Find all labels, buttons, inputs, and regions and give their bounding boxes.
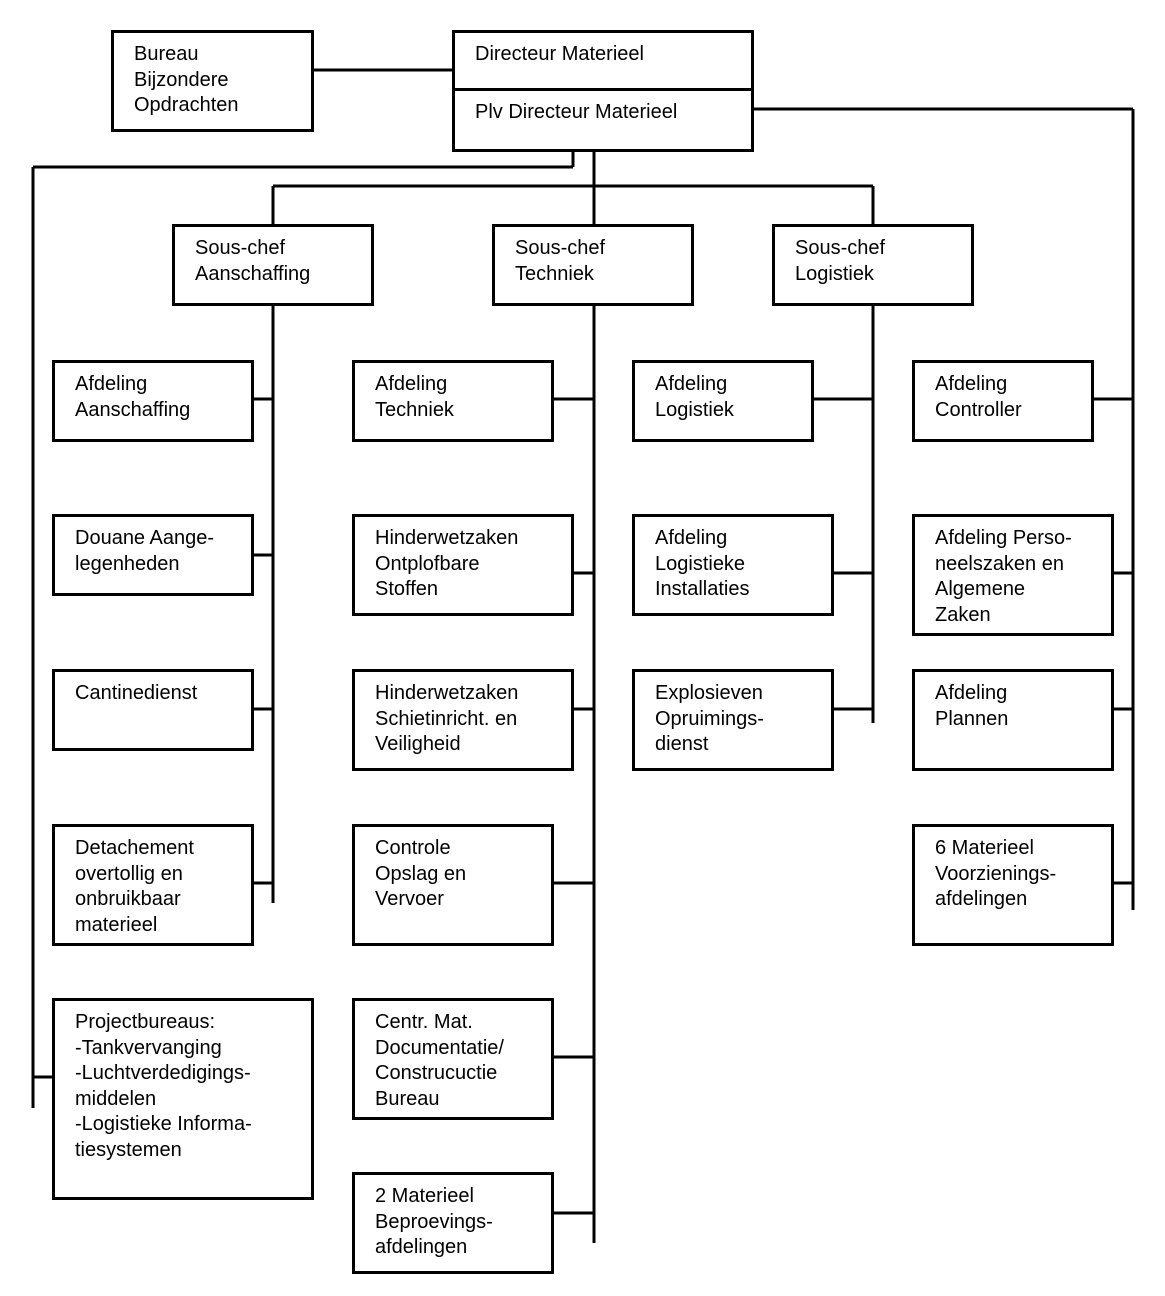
afdeling-logistiek-box: Afdeling Logistiek bbox=[632, 360, 814, 442]
sous-chef-techniek-box: Sous-chef Techniek bbox=[492, 224, 694, 306]
bureau-bijzondere-opdrachten-box: Bureau Bijzondere Opdrachten bbox=[111, 30, 314, 132]
sous-chef-aanschaffing-box: Sous-chef Aanschaffing bbox=[172, 224, 374, 306]
afdeling-techniek-box: Afdeling Techniek bbox=[352, 360, 554, 442]
afdeling-plannen-box: Afdeling Plannen bbox=[912, 669, 1114, 771]
sous-chef-logistiek-box: Sous-chef Logistiek bbox=[772, 224, 974, 306]
projectbureaus-box: Projectbureaus: -Tankvervanging -Luchtve… bbox=[52, 998, 314, 1200]
detachement-box: Detachement overtollig en onbruikbaar ma… bbox=[52, 824, 254, 946]
controle-opslag-vervoer-box: Controle Opslag en Vervoer bbox=[352, 824, 554, 946]
director-title: Directeur Materieel bbox=[455, 33, 751, 91]
cantinedienst-box: Cantinedienst bbox=[52, 669, 254, 751]
afdeling-aanschaffing-box: Afdeling Aanschaffing bbox=[52, 360, 254, 442]
douane-aangelegenheden-box: Douane Aange- legenheden bbox=[52, 514, 254, 596]
director-box: Directeur Materieel Plv Directeur Materi… bbox=[452, 30, 754, 152]
afdeling-logistieke-installaties-box: Afdeling Logistieke Installaties bbox=[632, 514, 834, 616]
materieel-voorzieningsafdelingen-box: 6 Materieel Voorzienings- afdelingen bbox=[912, 824, 1114, 946]
afdeling-personeelszaken-box: Afdeling Perso- neelszaken en Algemene Z… bbox=[912, 514, 1114, 636]
materieel-beproevingsafdelingen-box: 2 Materieel Beproevings- afdelingen bbox=[352, 1172, 554, 1274]
hinderwetzaken-schietinricht-box: Hinderwetzaken Schietinricht. en Veiligh… bbox=[352, 669, 574, 771]
afdeling-controller-box: Afdeling Controller bbox=[912, 360, 1094, 442]
centr-mat-documentatie-box: Centr. Mat. Documentatie/ Construcuctie … bbox=[352, 998, 554, 1120]
deputy-director-title: Plv Directeur Materieel bbox=[475, 101, 678, 123]
explosieven-opruimingsdienst-box: Explosieven Opruimings- dienst bbox=[632, 669, 834, 771]
hinderwetzaken-ontplofbare-stoffen-box: Hinderwetzaken Ontplofbare Stoffen bbox=[352, 514, 574, 616]
